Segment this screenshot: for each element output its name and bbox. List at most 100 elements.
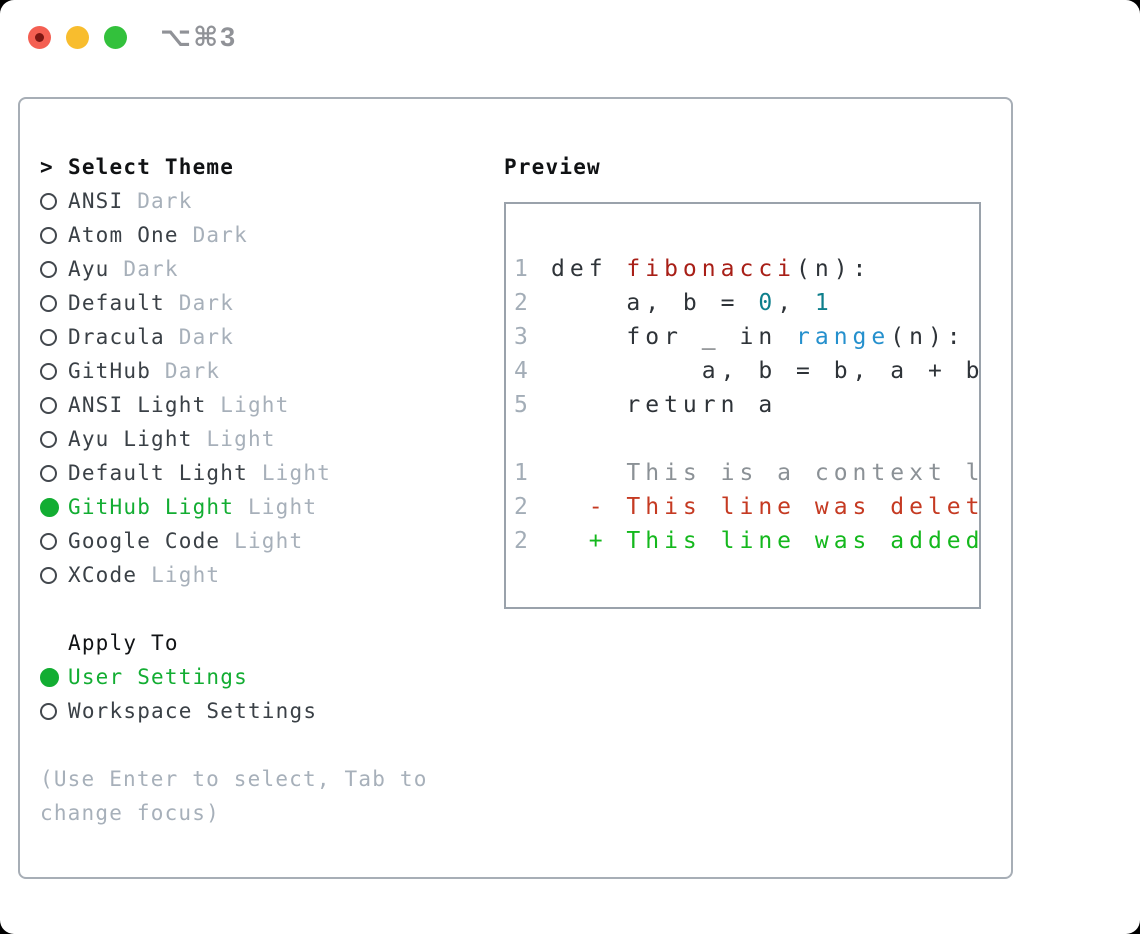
radio-unselected-icon (40, 702, 57, 720)
theme-option-label: ANSI Light Light (68, 393, 290, 417)
radio-marker (40, 702, 68, 720)
window-shortcut-label: ⌥⌘3 (160, 22, 238, 52)
theme-option-label: Google Code Light (68, 529, 304, 553)
line-number: 3 (514, 324, 528, 350)
theme-option-label: XCode Light (68, 563, 221, 587)
code-line: 1 def fibonacci(n): (514, 252, 979, 286)
theme-variant-label: Dark (123, 257, 179, 281)
code-line: 2 a, b = 0, 1 (514, 286, 979, 320)
code-text: for _ in range(n): (551, 324, 966, 350)
diff-sample: 1 This is a context line.2 - This line w… (514, 456, 979, 558)
theme-option[interactable]: Atom One Dark (40, 218, 480, 252)
line-number: 5 (514, 392, 528, 418)
radio-marker (40, 566, 68, 584)
radio-unselected-icon (40, 294, 57, 312)
titlebar: ⌥⌘3 (0, 0, 1140, 75)
apply-option[interactable]: Workspace Settings (40, 694, 480, 728)
theme-variant-label: Dark (164, 359, 221, 383)
radio-unselected-icon (40, 532, 57, 550)
radio-unselected-icon (40, 396, 57, 414)
apply-option-label: Workspace Settings (68, 699, 318, 723)
code-line: 5 return a (514, 388, 979, 422)
radio-marker (40, 260, 68, 278)
line-number: 2 (514, 290, 528, 316)
radio-marker (40, 294, 68, 312)
radio-unselected-icon (40, 260, 57, 278)
line-number: 1 (514, 256, 528, 282)
radio-marker (40, 396, 68, 414)
close-button[interactable] (28, 26, 51, 49)
radio-marker (40, 497, 68, 517)
radio-unselected-icon (40, 430, 57, 448)
diff-line-added: 2 + This line was added. (514, 524, 979, 558)
select-theme-title: Select Theme (68, 155, 235, 179)
radio-unselected-icon (40, 328, 57, 346)
theme-option[interactable]: GitHub Light Light (40, 490, 480, 524)
theme-variant-label: Dark (178, 325, 235, 349)
theme-option[interactable]: GitHub Dark (40, 354, 480, 388)
apply-to-header: Apply To (40, 626, 480, 660)
theme-option[interactable]: Default Light Light (40, 456, 480, 490)
code-line: 4 a, b = b, a + b (514, 354, 979, 388)
select-theme-header: > Select Theme (40, 150, 480, 184)
radio-unselected-icon (40, 566, 57, 584)
theme-option[interactable]: Ayu Light Light (40, 422, 480, 456)
line-number: 2 (514, 494, 528, 520)
line-number: 1 (514, 460, 528, 486)
apply-option-label: User Settings (68, 665, 248, 689)
preview-column: Preview 1 def fibonacci(n): 2 a, b = 0, 1 3… (504, 150, 981, 609)
radio-unselected-icon (40, 226, 57, 244)
theme-option[interactable]: Default Dark (40, 286, 480, 320)
theme-option-label: GitHub Light Light (68, 495, 318, 519)
minimize-button[interactable] (66, 26, 89, 49)
radio-unselected-icon (40, 362, 57, 380)
radio-marker (40, 464, 68, 482)
theme-option-label: Atom One Dark (68, 223, 248, 247)
radio-unselected-icon (40, 464, 57, 482)
theme-option[interactable]: XCode Light (40, 558, 480, 592)
radio-marker (40, 226, 68, 244)
theme-variant-label: Light (151, 563, 221, 587)
code-text: a, b = b, a + b (551, 358, 981, 384)
theme-variant-label: Light (261, 461, 332, 485)
zoom-button[interactable] (104, 26, 127, 49)
apply-to-title: Apply To (68, 631, 179, 655)
theme-variant-label: Light (206, 427, 276, 451)
preview-header: Preview (504, 150, 981, 184)
diff-text: - This line was deleted. (588, 494, 979, 520)
line-number: 2 (514, 528, 528, 554)
radio-selected-icon (40, 667, 59, 687)
radio-marker (40, 430, 68, 448)
radio-marker (40, 362, 68, 380)
theme-option-label: Ayu Dark (68, 257, 179, 281)
theme-option[interactable]: ANSI Dark (40, 184, 480, 218)
theme-option[interactable]: Ayu Dark (40, 252, 480, 286)
radio-marker (40, 192, 68, 210)
preview-box: 1 def fibonacci(n): 2 a, b = 0, 1 3 for _ i… (504, 202, 981, 609)
theme-variant-label: Dark (178, 291, 235, 315)
close-dot-icon (35, 33, 44, 42)
theme-variant-label: Light (234, 529, 304, 553)
apply-option[interactable]: User Settings (40, 660, 480, 694)
code-text: return a (551, 392, 778, 418)
diff-line-context: 1 This is a context line. (514, 456, 979, 490)
theme-option[interactable]: ANSI Light Light (40, 388, 480, 422)
theme-variant-label: Light (220, 393, 290, 417)
code-text: def fibonacci(n): (551, 256, 872, 282)
radio-unselected-icon (40, 192, 57, 210)
theme-option[interactable]: Google Code Light (40, 524, 480, 558)
theme-variant-label: Dark (137, 189, 193, 213)
diff-line-deleted: 2 - This line was deleted. (514, 490, 979, 524)
radio-marker (40, 667, 68, 687)
radio-marker (40, 532, 68, 550)
keyboard-hint: (Use Enter to select, Tab to change focu… (40, 767, 428, 825)
theme-option[interactable]: Dracula Dark (40, 320, 480, 354)
code-text: a, b = 0, 1 (551, 290, 834, 316)
code-sample: 1 def fibonacci(n): 2 a, b = 0, 1 3 for _ i… (514, 252, 979, 422)
theme-variant-label: Dark (192, 223, 248, 247)
